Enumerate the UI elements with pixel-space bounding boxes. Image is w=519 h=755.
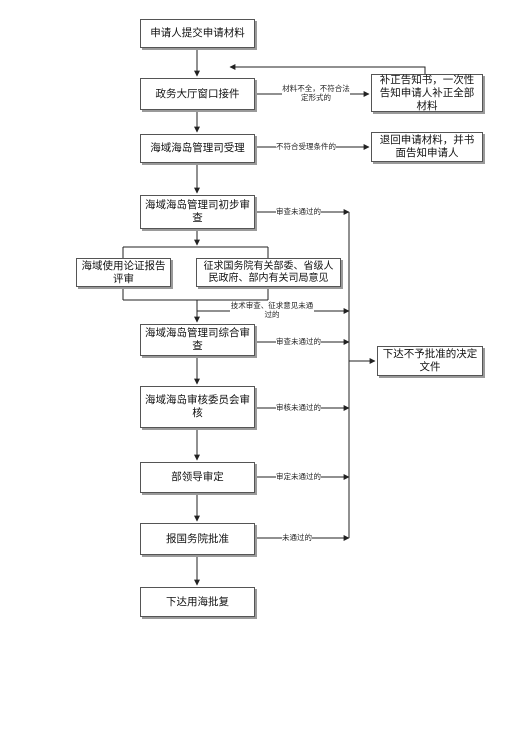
- edge-label-incomplete: 材料不全，不符合法定形式的: [282, 84, 350, 102]
- node-consult: 征求国务院有关部委、省级人民政府、部内有关司局意见: [196, 258, 341, 287]
- node-initial-review: 海域海岛管理司初步审查: [140, 195, 255, 229]
- node-window: 政务大厅窗口接件: [140, 78, 255, 110]
- edge-label-leader-fail: 审定未通过的: [276, 472, 321, 481]
- node-state-council: 报国务院批准: [140, 523, 255, 555]
- edge-label-committee-fail: 审核未通过的: [276, 403, 321, 412]
- node-accept: 海域海岛管理司受理: [140, 134, 255, 163]
- edge-label-council-fail: 未通过的: [282, 533, 312, 542]
- node-comprehensive: 海域海岛管理司综合审查: [140, 324, 255, 356]
- node-expert-review: 海域使用论证报告评审: [76, 258, 171, 287]
- node-supplement: 补正告知书，一次性告知申请人补正全部材料: [371, 74, 483, 112]
- edge-label-tech-fail: 技术审查、征求意见未通过的: [230, 301, 314, 319]
- node-deny: 下达不予批准的决定文件: [377, 346, 483, 376]
- node-leader: 部领导审定: [140, 462, 255, 493]
- edge-label-comprehensive-fail: 审查未通过的: [276, 337, 321, 346]
- edge-label-initial-fail: 审查未通过的: [276, 207, 321, 216]
- node-submit: 申请人提交申请材料: [140, 19, 255, 48]
- node-committee: 海域海岛审核委员会审核: [140, 386, 255, 428]
- node-reject-return: 退回申请材料，并书面告知申请人: [371, 132, 483, 162]
- node-approve: 下达用海批复: [140, 587, 255, 617]
- edge-label-not-conforming: 不符合受理条件的: [276, 142, 336, 151]
